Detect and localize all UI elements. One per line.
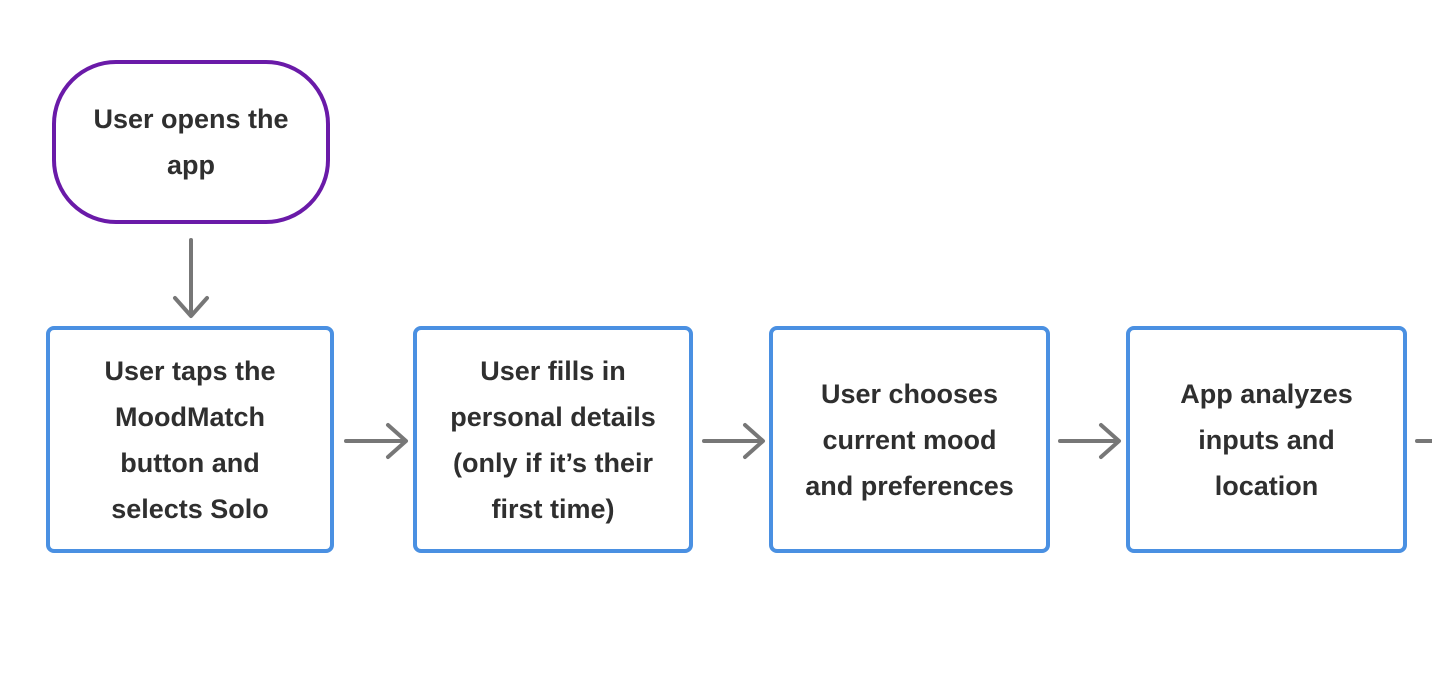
- step-node-line: location: [1214, 470, 1319, 501]
- arrow-step3-to-step4: [1058, 423, 1121, 459]
- step-node-text: App analyzes inputs and location: [1180, 371, 1353, 509]
- arrow-step1-to-step2: [344, 423, 408, 459]
- step-node-line: App analyzes: [1180, 378, 1353, 409]
- step-node-line: User taps the: [104, 355, 276, 386]
- step-node-text: User taps the MoodMatch button and selec…: [104, 348, 275, 532]
- step-node-text: User chooses current mood and preference…: [805, 371, 1014, 509]
- step-node-line: and preferences: [805, 470, 1014, 501]
- step-node-line: MoodMatch: [115, 401, 265, 432]
- start-node-line: app: [166, 150, 215, 180]
- start-node-text: User opens the app: [93, 96, 288, 188]
- arrow-start-to-step1: [173, 238, 209, 318]
- step-node-choose-mood: User chooses current mood and preference…: [769, 326, 1050, 553]
- step-node-line: selects Solo: [111, 493, 269, 524]
- arrow-step2-to-step3: [702, 423, 765, 459]
- step-node-line: inputs and: [1198, 424, 1335, 455]
- step-node-line: current mood: [822, 424, 997, 455]
- step-node-line: button and: [120, 447, 260, 478]
- step-node-line: (only if it’s their: [452, 447, 653, 478]
- step-node-tap-moodmatch: User taps the MoodMatch button and selec…: [46, 326, 334, 553]
- step-node-line: first time): [491, 493, 615, 524]
- step-node-line: personal details: [450, 401, 656, 432]
- step-node-app-analyzes: App analyzes inputs and location: [1126, 326, 1407, 553]
- step-node-line: User chooses: [820, 378, 999, 409]
- start-node-line: User opens the: [93, 104, 289, 134]
- start-node-user-opens-app: User opens the app: [52, 60, 330, 224]
- step-node-line: User fills in: [480, 355, 626, 386]
- step-node-text: User fills in personal details (only if …: [450, 348, 656, 532]
- step-node-personal-details: User fills in personal details (only if …: [413, 326, 693, 553]
